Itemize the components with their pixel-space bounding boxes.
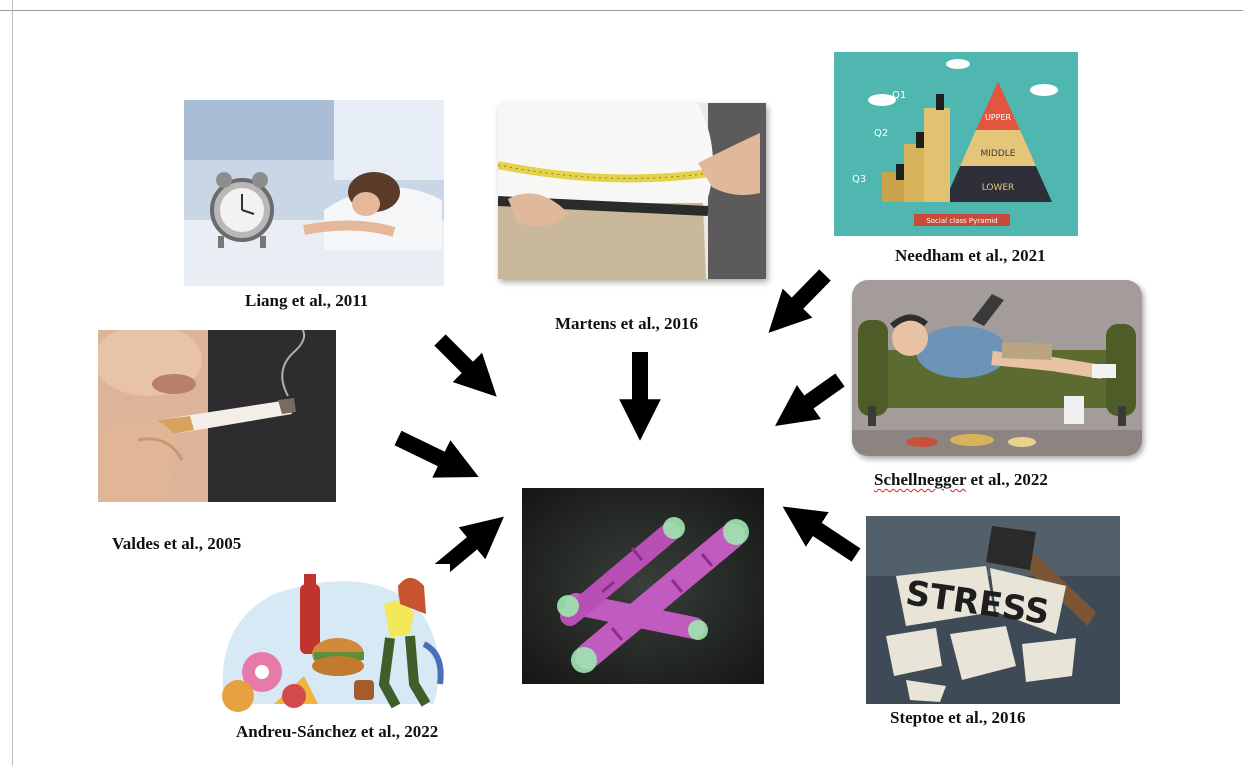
panel-stress-image: STRESS	[866, 516, 1120, 704]
pyramid-banner: Social class Pyramid	[926, 217, 997, 225]
tier-q2: Q2	[874, 128, 888, 139]
arrow-valdes	[398, 438, 460, 468]
tier-q1: Q1	[892, 90, 906, 101]
arrow-needham	[783, 275, 825, 318]
arrow-schellnegger	[792, 380, 840, 414]
caption-valdes: Valdes et al., 2005	[112, 534, 241, 554]
panel-chromosome-image	[522, 488, 764, 684]
caption-schellnegger-name: Schellnegger	[874, 470, 966, 489]
arrow-liang	[440, 340, 482, 382]
caption-martens: Martens et al., 2016	[555, 314, 698, 334]
caption-schellnegger-rest: et al., 2022	[966, 470, 1048, 489]
caption-liang: Liang et al., 2011	[245, 291, 368, 311]
tier-q3: Q3	[852, 174, 866, 185]
caption-andreu: Andreu-Sánchez et al., 2022	[236, 722, 438, 742]
level-lower: LOWER	[982, 183, 1015, 193]
panel-sleep-image	[184, 100, 444, 286]
caption-needham: Needham et al., 2021	[895, 246, 1046, 266]
panel-smoking-image	[98, 330, 336, 502]
level-upper: UPPER	[985, 113, 1012, 122]
panel-diet-image	[214, 564, 450, 716]
level-middle: MIDDLE	[981, 149, 1016, 159]
panel-obesity-image	[498, 103, 766, 279]
arrow-steptoe	[800, 518, 856, 555]
panel-sedentary-image	[852, 280, 1142, 456]
caption-schellnegger: Schellnegger et al., 2022	[874, 470, 1048, 490]
caption-steptoe: Steptoe et al., 2016	[890, 708, 1026, 728]
panel-social-class-image: MIDDLE UPPER LOWER Q3 Q2 Q1 Social class…	[834, 52, 1078, 236]
